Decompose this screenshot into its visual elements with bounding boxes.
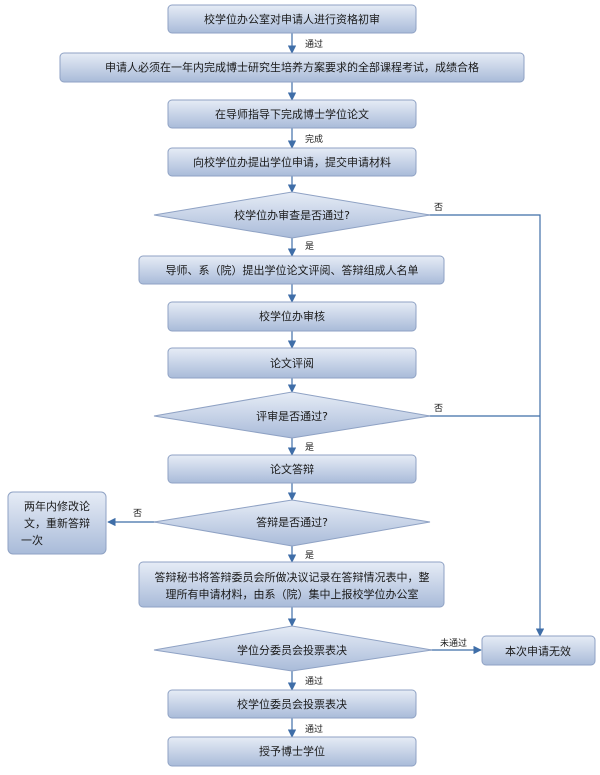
edge-label-pass-3: 通过 <box>305 723 323 735</box>
label-revise-1: 两年内修改论 <box>24 499 90 513</box>
edge-label-no-2: 否 <box>434 403 443 414</box>
label-n2: 申请人必须在一年内完成博士研究生培养方案要求的全部课程考试，成绩合格 <box>105 60 479 74</box>
node-office-audit <box>167 301 417 332</box>
label-n10: 校学位委员会投票表决 <box>237 697 347 711</box>
node-thesis <box>167 99 417 129</box>
label-d3: 答辩是否通过? <box>256 515 328 529</box>
label-n9-2: 理所有申请材料，由系（院）集中上报校学位办公室 <box>166 587 419 601</box>
node-submit-application <box>167 147 417 177</box>
node-revise <box>7 491 107 555</box>
decision-review-pass <box>153 391 431 439</box>
label-n7: 论文评阅 <box>270 356 314 370</box>
edge-label-no-3: 否 <box>133 508 142 519</box>
decision-defense-pass <box>153 499 431 547</box>
label-n3: 在导师指导下完成博士学位论文 <box>215 107 369 121</box>
label-n4: 向校学位办提出学位申请，提交申请材料 <box>193 155 391 169</box>
label-n1: 校学位办公室对申请人进行资格初审 <box>204 12 380 26</box>
node-labels: 校学位办公室对申请人进行资格初审 申请人必须在一年内完成博士研究生培养方案要求的… <box>21 12 571 758</box>
edge-d1-invalid <box>427 214 545 637</box>
label-invalid: 本次申请无效 <box>505 644 571 658</box>
label-d2: 评审是否通过? <box>256 409 328 423</box>
edge-label-no-1: 否 <box>434 202 443 213</box>
label-n5: 导师、系（院）提出学位论文评阅、答辩组成人名单 <box>166 263 419 277</box>
label-n11: 授予博士学位 <box>259 744 325 758</box>
edge-label-pass-1: 通过 <box>305 38 323 50</box>
edge-label-yes-3: 是 <box>305 550 314 561</box>
edge-label-not-pass: 未通过 <box>440 637 467 649</box>
node-award-degree <box>167 736 417 767</box>
decision-subcommittee-vote <box>153 625 433 672</box>
node-reviewer-list <box>138 255 445 285</box>
edge-label-pass-2: 通过 <box>305 675 323 687</box>
label-d4: 学位分委员会投票表决 <box>237 643 347 657</box>
label-n8: 论文答辩 <box>270 462 314 476</box>
node-course-exams <box>59 52 525 83</box>
edge-label-yes-1: 是 <box>305 241 314 252</box>
label-d1: 校学位办审查是否通过? <box>234 208 350 222</box>
edge-label-yes-2: 是 <box>305 442 314 453</box>
node-qualification-review <box>167 4 417 34</box>
label-revise-2: 文，重新答辩 <box>24 516 90 530</box>
node-secretary-record <box>138 561 445 608</box>
connectors <box>107 33 545 738</box>
label-revise-3: 一次 <box>21 533 43 547</box>
edge-labels: 通过 完成 否 是 否 是 否 是 未通过 通过 通过 <box>133 38 467 735</box>
label-n6: 校学位办审核 <box>259 309 325 323</box>
decision-office-review <box>153 191 431 239</box>
edge-label-done: 完成 <box>305 133 323 145</box>
label-n9-1: 答辩秘书将答辩委员会所做决议记录在答辩情况表中，整 <box>155 570 430 584</box>
node-thesis-review <box>167 347 417 379</box>
node-defense <box>167 454 417 484</box>
node-committee-vote <box>167 689 417 719</box>
nodes <box>7 4 596 767</box>
node-application-invalid <box>481 635 596 666</box>
